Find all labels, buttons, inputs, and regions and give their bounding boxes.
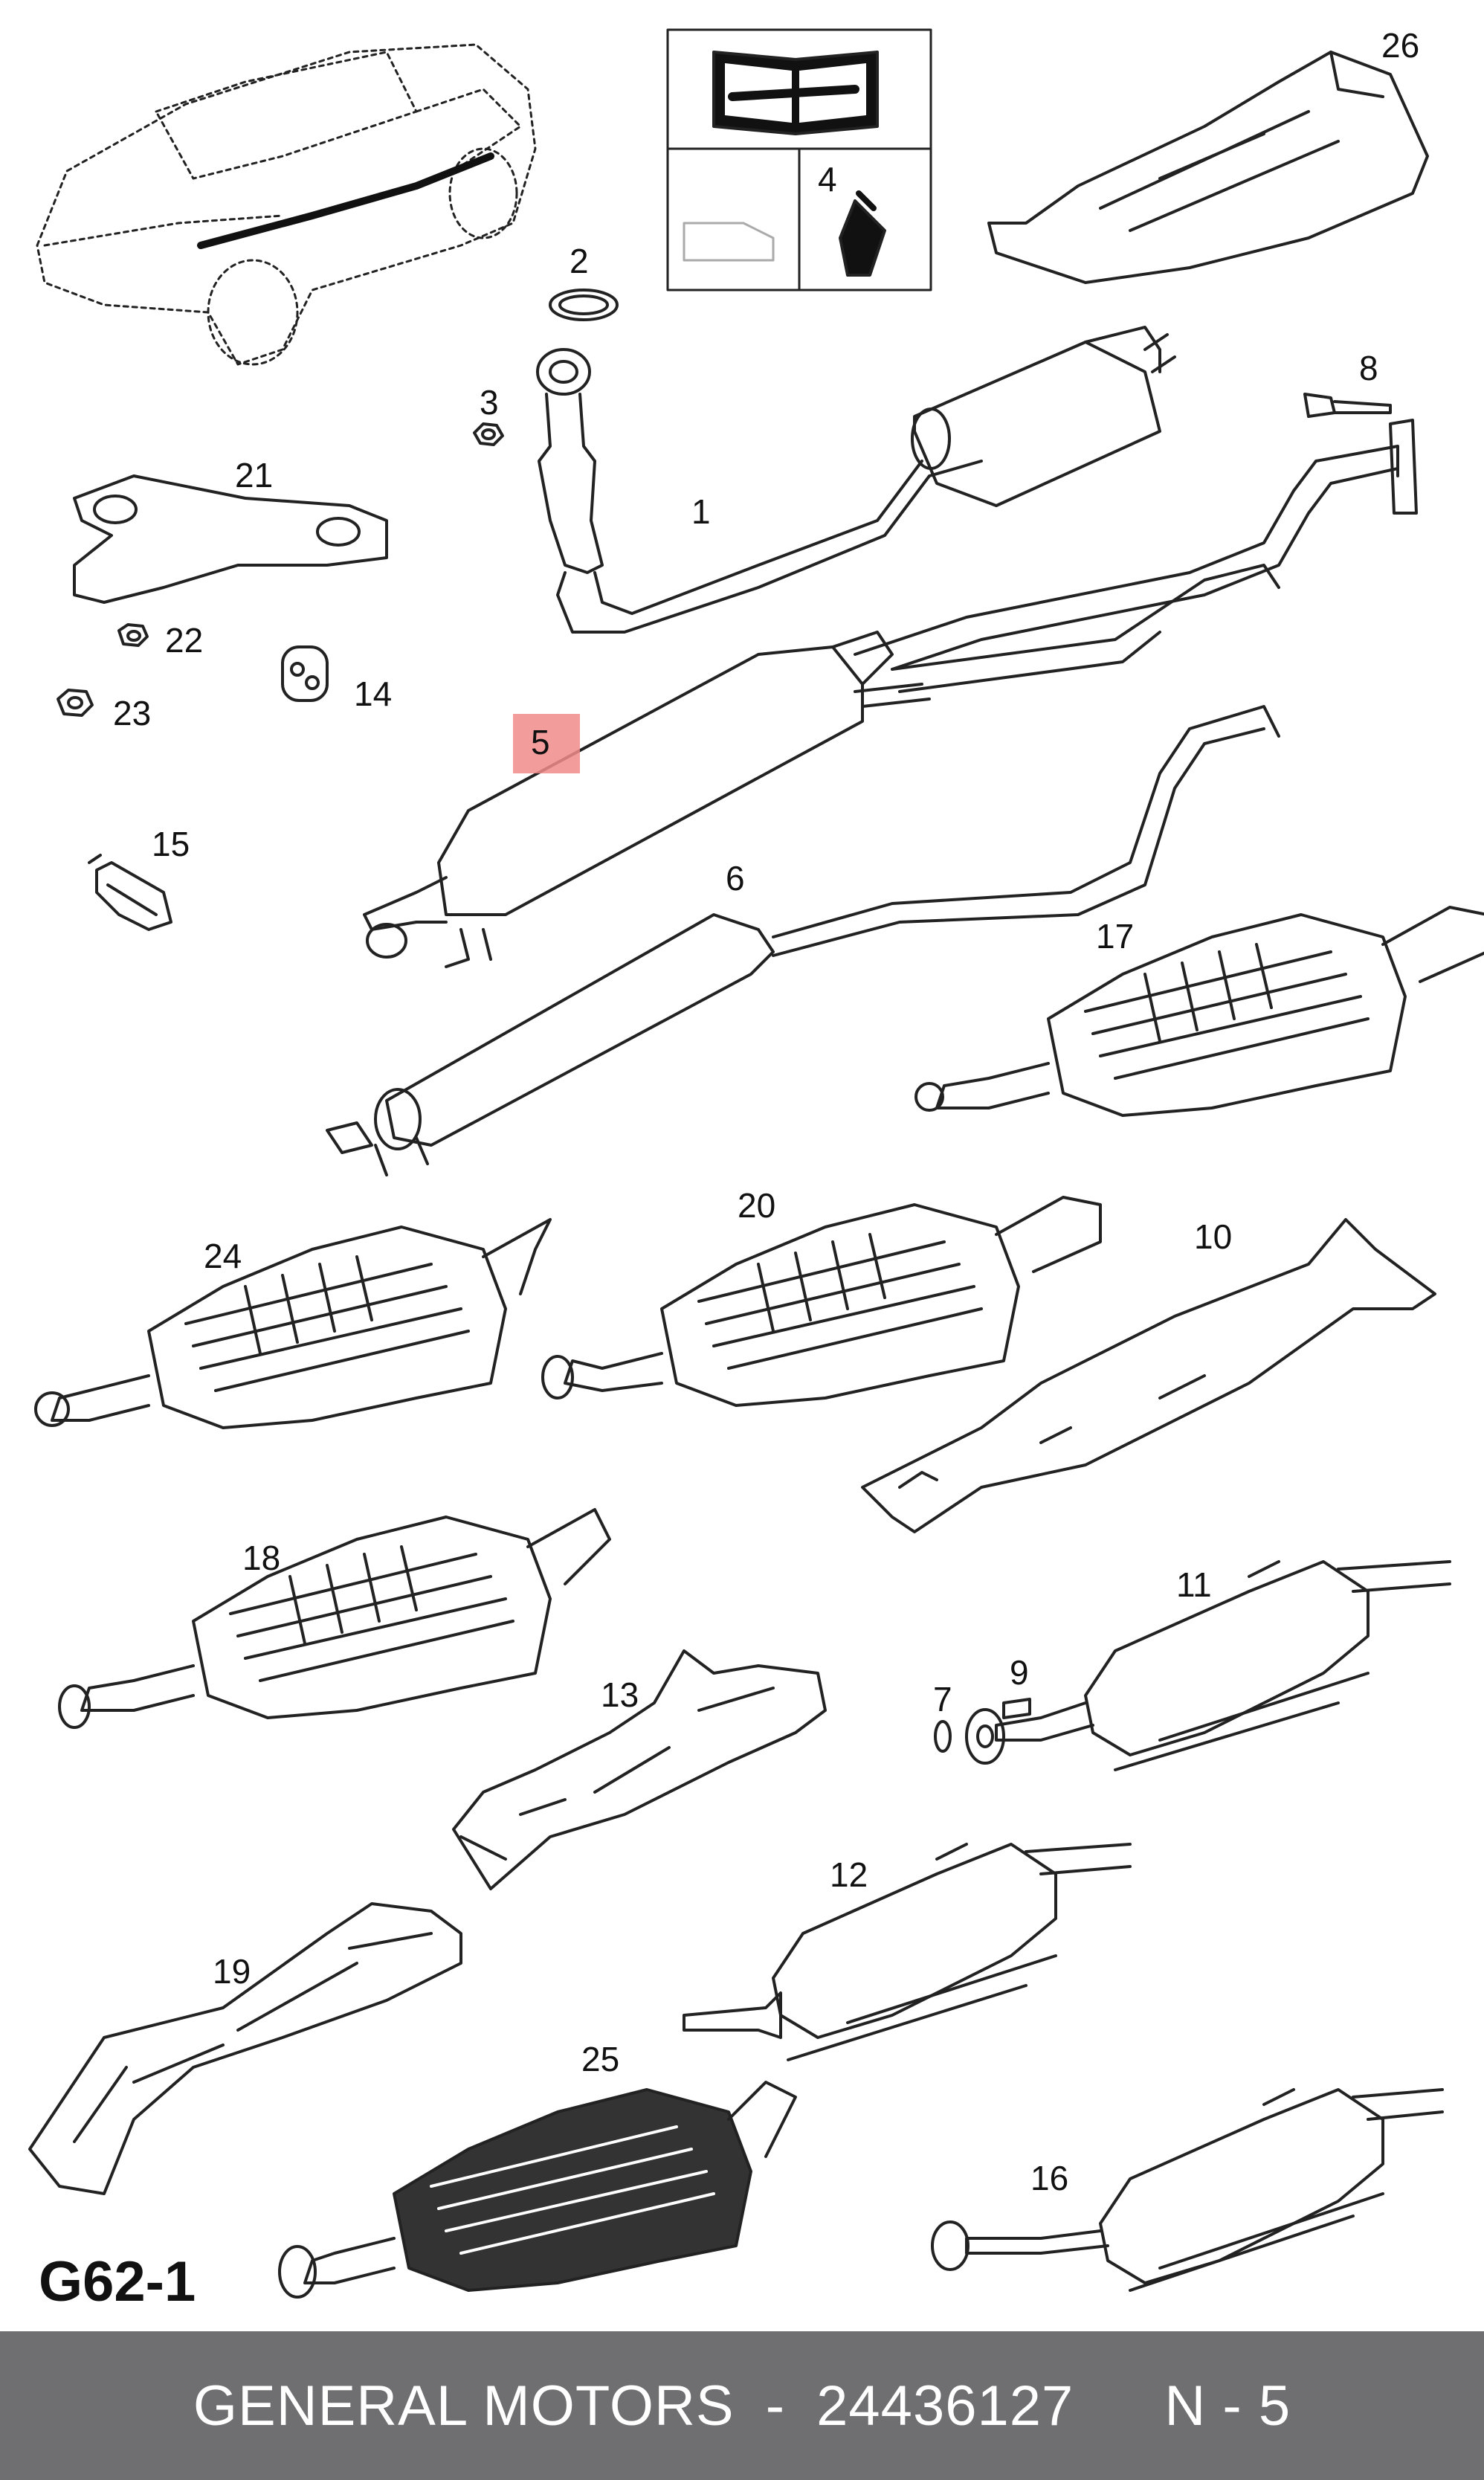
part-24-rear-muffler	[34, 1218, 552, 1429]
callout-19: 19	[213, 1952, 251, 1991]
callout-15: 15	[152, 825, 190, 863]
callout-3: 3	[480, 383, 499, 422]
exhaust-line-on-car	[197, 152, 494, 249]
part-9-flange	[965, 1698, 1031, 1765]
part-26-heat-shield	[987, 51, 1429, 284]
callout-26: 26	[1381, 26, 1420, 65]
part-15-clamp	[88, 854, 172, 931]
footer-caption: GENERAL MOTORS - 24436127 N - 5	[193, 2374, 1291, 2438]
callout-18: 18	[242, 1539, 281, 1577]
separator: -	[765, 2374, 786, 2438]
callout-10: 10	[1194, 1217, 1233, 1256]
part-3-nut	[473, 422, 504, 446]
part-25-rear-muffler	[278, 2081, 797, 2299]
part-6-intermediate-muffler	[326, 705, 1280, 1176]
car-outline-illustration	[36, 43, 537, 366]
footer-bar: GENERAL MOTORS - 24436127 N - 5	[0, 2331, 1484, 2480]
callout-12: 12	[830, 1855, 868, 1894]
intermediate-pipe-shape	[854, 445, 1399, 671]
part-2-gasket	[549, 289, 619, 321]
part-20-rear-muffler	[541, 1196, 1102, 1407]
sealant-tube-icon	[839, 199, 886, 277]
callout-24: 24	[204, 1237, 242, 1275]
part-1-front-pipe	[536, 326, 1176, 634]
part-13-heat-shield	[452, 1649, 827, 1890]
diagram-code: G62-1	[39, 2250, 196, 2313]
position-label: N - 5	[1164, 2374, 1291, 2438]
callout-16: 16	[1030, 2159, 1069, 2197]
part-22-nut	[117, 623, 149, 647]
part-19-heat-shield	[28, 1902, 462, 2195]
callout-20: 20	[738, 1186, 776, 1225]
highlight-marker	[513, 714, 580, 773]
part-8-bolt	[1303, 393, 1392, 418]
brand-name: GENERAL MOTORS	[193, 2374, 735, 2438]
callout-13: 13	[601, 1675, 639, 1714]
part-21-bracket	[73, 474, 388, 604]
callout-2: 2	[570, 242, 589, 280]
callout-9: 9	[1010, 1653, 1029, 1692]
callout-8: 8	[1359, 349, 1378, 387]
part-7-ring	[934, 1720, 952, 1753]
part-23-nut	[57, 689, 94, 717]
callout-14: 14	[354, 674, 393, 713]
part-18-rear-muffler	[58, 1508, 611, 1729]
wrench-icon	[728, 85, 859, 101]
part-5-center-muffler	[363, 564, 1280, 968]
callout-17: 17	[1096, 917, 1135, 956]
part-14-rubber-mount	[281, 645, 329, 702]
callout-5: 5	[531, 723, 550, 761]
oil-can-icon	[683, 222, 775, 262]
exhaust-parts-diagram	[28, 28, 1484, 2299]
part-16-rear-muffler	[931, 2088, 1444, 2292]
part-17-rear-muffler	[914, 906, 1484, 1117]
part-10-heat-shield	[861, 1218, 1436, 1533]
callout-1: 1	[691, 492, 711, 531]
callout-22: 22	[165, 621, 204, 660]
callout-4: 4	[818, 160, 837, 199]
callout-25: 25	[581, 2040, 620, 2078]
callout-7: 7	[933, 1680, 952, 1719]
callout-11: 11	[1176, 1565, 1212, 1604]
info-box	[666, 28, 932, 292]
callout-6: 6	[726, 859, 745, 898]
part-number: 24436127	[816, 2374, 1074, 2438]
part-11-rear-muffler	[995, 1560, 1451, 1771]
callout-21: 21	[235, 456, 274, 495]
callout-23: 23	[113, 694, 152, 732]
part-12-rear-muffler	[683, 1843, 1132, 2061]
